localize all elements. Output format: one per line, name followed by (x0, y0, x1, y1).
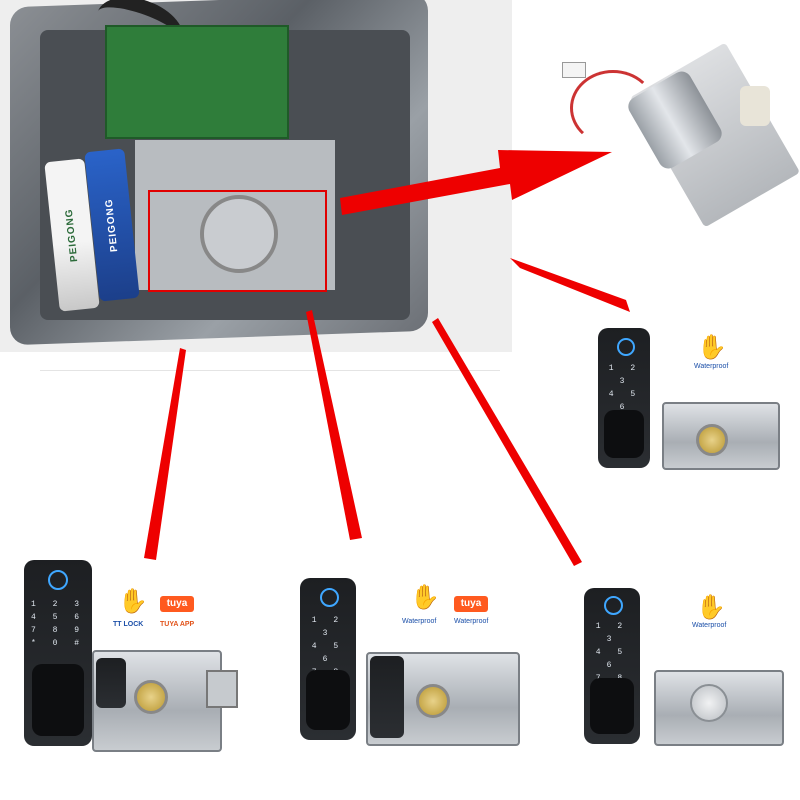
fingerprint-sensor-icon (48, 570, 68, 590)
badge-caption: TUYA APP (160, 621, 195, 628)
keypad-row: * 0 # (30, 639, 85, 648)
waterproof-hand-icon: ✋ (410, 584, 440, 611)
badge-caption: Waterproof (694, 363, 729, 370)
fingerprint-sensor-icon (320, 588, 339, 607)
key-cylinder (134, 680, 168, 714)
key-cylinder (416, 684, 450, 718)
waterproof-hand-icon: ✋ (697, 334, 727, 361)
motor-wire (570, 70, 656, 146)
installed-motor (200, 195, 278, 273)
circuit-board (105, 25, 289, 139)
keypad-digits: 1 2 3 4 5 6 7 8 9 * 0 # (28, 598, 88, 650)
arrow-to-lock-b-top-right (510, 258, 630, 312)
keypad-row: 4 5 6 (595, 648, 629, 670)
arrow-to-motor (340, 150, 612, 215)
inner-keypad (370, 656, 404, 738)
flower-knob (690, 684, 728, 722)
fingerprint-sensor-icon (604, 596, 623, 615)
badge-caption: Waterproof (454, 618, 489, 625)
keypad-row: 1 2 3 (608, 364, 642, 386)
lock-handle (32, 664, 84, 736)
latch-bolt (206, 670, 238, 708)
waterproof-hand-icon: ✋ (118, 588, 148, 615)
badge-caption: Waterproof (692, 622, 727, 629)
divider-line (40, 370, 500, 371)
badge-caption: TT LOCK (113, 621, 144, 628)
keypad-row: 7 8 9 (30, 626, 85, 635)
motor-highlight-frame (148, 190, 327, 292)
keypad-row: 4 5 6 (608, 390, 642, 412)
lock-handle (604, 410, 644, 458)
keypad-row: 1 2 3 (311, 616, 345, 638)
motor-connector (562, 62, 586, 78)
motor-gear (740, 86, 770, 126)
badge-caption: Waterproof (402, 618, 437, 625)
arrow-to-lock-d (432, 318, 582, 566)
tuya-logo: tuya (160, 596, 194, 612)
keypad-row: 4 5 6 (311, 642, 345, 664)
lock-handle (306, 670, 350, 730)
arrow-to-lock-a (144, 348, 186, 560)
inner-keypad (96, 658, 126, 708)
keypad-row: 4 5 6 (30, 613, 85, 622)
keypad-row: 1 2 3 (30, 600, 85, 609)
arrow-to-lock-b (306, 310, 362, 540)
keypad-row: 1 2 3 (595, 622, 629, 644)
key-cylinder (696, 424, 728, 456)
waterproof-hand-icon: ✋ (696, 594, 726, 621)
tuya-logo: tuya (454, 596, 488, 612)
fingerprint-sensor-icon (617, 338, 635, 356)
lock-handle (590, 678, 634, 734)
